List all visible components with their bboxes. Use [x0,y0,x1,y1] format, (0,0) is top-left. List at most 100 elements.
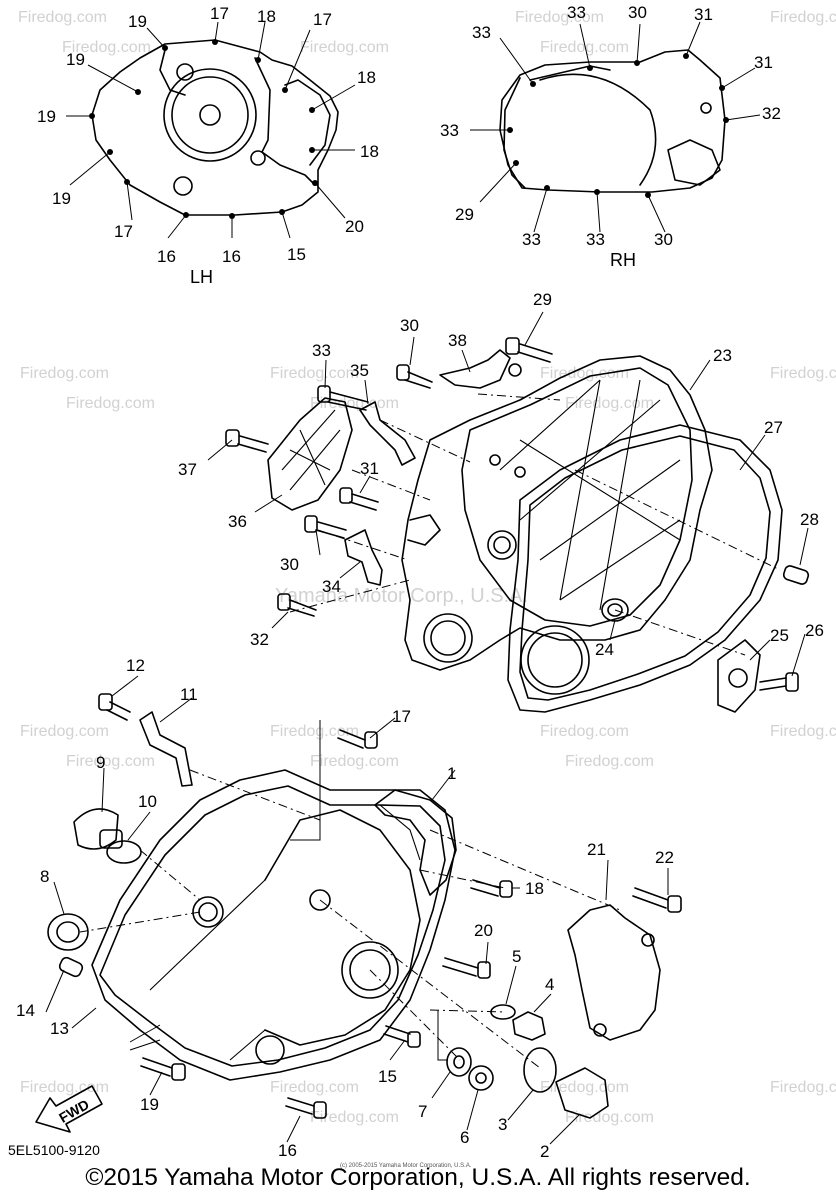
watermark: Firedog.com [310,753,399,770]
callout: 14 [16,1001,35,1020]
watermark: Firedog.com [20,1079,109,1096]
callout: 13 [50,1019,69,1038]
callout: 25 [770,626,789,645]
callout: 22 [655,848,674,867]
watermark: Firedog.com [565,1109,654,1126]
callout: 29 [533,290,552,309]
callout: 1 [447,764,456,783]
callout: 32 [762,104,781,123]
callout: 32 [250,630,269,649]
lower-bolts [98,693,682,1119]
callout: 18 [357,68,376,87]
callout: 10 [138,792,157,811]
callout: 36 [228,512,247,531]
watermark: Firedog.com [540,39,629,56]
callout: 34 [322,577,341,596]
callout: 11 [180,685,198,704]
callout: 7 [418,1102,427,1121]
callout: 18 [360,142,379,161]
callout: 17 [313,10,332,29]
watermark: Firedog.com [270,723,359,740]
callout: 35 [350,361,369,380]
callout: 19 [66,50,85,69]
callout: 16 [222,247,241,266]
callout: 28 [800,510,819,529]
callout: 26 [805,621,824,640]
lh-leaders [66,21,356,239]
watermark: Firedog.com [18,9,107,26]
callout: 27 [764,418,783,437]
callout: 30 [280,555,299,574]
callout: 33 [440,121,459,140]
callout: 31 [694,5,713,24]
watermark: Firedog.com [770,723,836,740]
lh-gasket-outline [89,39,339,219]
callout: 19 [128,12,147,31]
callout: 18 [525,879,544,898]
callout: 3 [498,1115,507,1134]
watermark: Firedog.com [565,753,654,770]
lower-leaders [45,675,669,1145]
drawing-code: 5EL5100-9120 [8,1142,100,1158]
watermark: Firedog.com [20,365,109,382]
rh-gasket-outline [499,49,729,198]
callout: 30 [628,3,647,22]
watermark: Firedog.com [770,1079,836,1096]
watermark: Firedog.com [770,365,836,382]
callout: 17 [210,4,229,23]
callout: 17 [392,707,411,726]
callout: 15 [287,245,306,264]
fwd-label: FWD [56,1096,92,1126]
callout: 33 [586,230,605,249]
callout: 19 [52,189,71,208]
callout: 33 [312,341,331,360]
callout: 24 [595,640,614,659]
copyright-notice: ©2015 Yamaha Motor Corporation, U.S.A. A… [85,1164,751,1191]
callout: 17 [114,222,133,241]
callout: 20 [345,217,364,236]
rh-crankcase-cover-assembly [225,337,810,713]
callout: 38 [448,331,467,350]
callout: 31 [754,53,773,72]
lh-callouts: 19 17 18 17 19 19 18 18 19 17 16 16 15 2… [37,4,379,287]
callout: 21 [587,840,606,859]
callout: 20 [474,921,493,940]
watermark: Firedog.com [310,395,399,412]
middle-callouts: 29 30 38 23 33 35 27 37 31 28 36 30 34 2… [178,290,824,659]
watermark-center: Yamaha Motor Corp., U.S.A. [275,585,528,607]
rh-callouts: 33 33 30 31 31 32 33 29 33 33 30 RH [440,3,781,270]
watermark: Firedog.com [565,395,654,412]
watermark: Firedog.com [300,39,389,56]
watermark: Firedog.com [270,365,359,382]
watermark: Firedog.com [62,39,151,56]
callout: 4 [545,975,554,994]
callout: 23 [713,346,732,365]
callout: 33 [522,230,541,249]
callout: 16 [157,247,176,266]
watermark: Firedog.com [66,395,155,412]
watermark: Firedog.com [540,723,629,740]
lh-crankcase-cover-assembly: FWD [35,693,682,1133]
section-label-rh: RH [610,250,636,270]
callout: 19 [37,107,56,126]
tiny-notice: (c) 2005-2015 Yamaha Motor Corporation, … [340,1163,472,1169]
callout: 31 [360,459,379,478]
watermark: Firedog.com [20,723,109,740]
watermark-layer: Firedog.com Firedog.com Firedog.com Fire… [18,9,836,1126]
callout: 37 [178,460,197,479]
watermark: Firedog.com [310,1109,399,1126]
callout: 30 [400,316,419,335]
callout: 2 [540,1142,549,1161]
callout: 12 [126,656,145,675]
callout: 33 [567,3,586,22]
callout: 8 [40,867,49,886]
rh-bolt-holes [507,53,729,198]
callout: 5 [512,947,521,966]
middle-leaders [207,311,809,677]
rh-leaders [470,21,761,233]
lower-callouts: 12 11 17 1 9 10 21 22 18 8 20 5 4 14 13 … [16,656,674,1161]
callout: 9 [96,753,105,772]
watermark: Firedog.com [515,9,604,26]
callout: 29 [455,205,474,224]
